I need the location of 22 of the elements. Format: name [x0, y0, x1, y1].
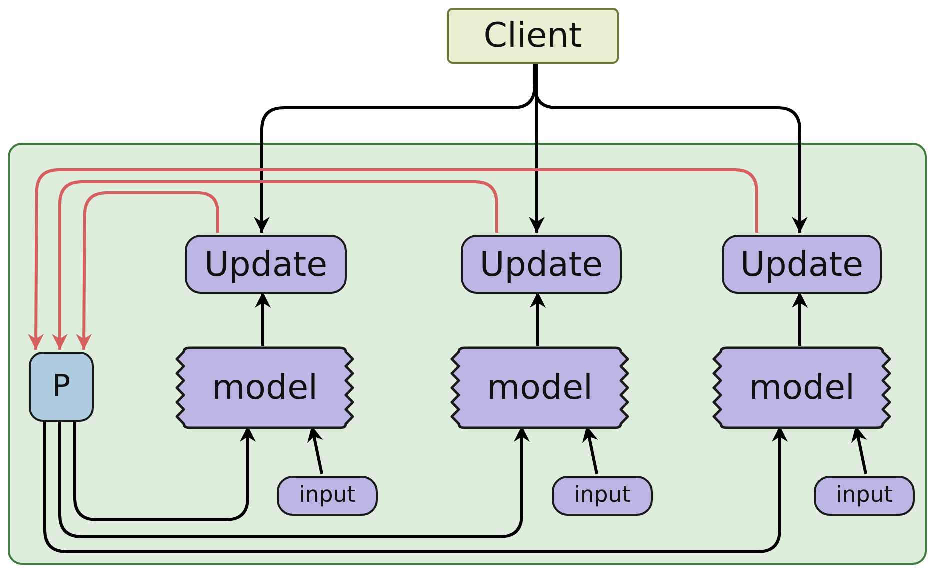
arrow — [529, 64, 545, 233]
arrow — [255, 292, 271, 346]
update-box: Update — [461, 235, 622, 294]
arrow — [76, 192, 220, 350]
group-panel — [8, 143, 927, 565]
model-box: model — [714, 348, 890, 428]
model-box: model — [452, 348, 628, 428]
update-box: Update — [722, 235, 882, 294]
arrow — [58, 420, 530, 538]
input-box: input — [552, 476, 653, 516]
arrow — [44, 420, 788, 554]
arrow — [530, 292, 546, 346]
arrow — [74, 420, 256, 522]
model-box: model — [177, 348, 353, 428]
arrow — [792, 292, 808, 346]
client-box: Client — [447, 8, 619, 64]
update-box: Update — [185, 235, 347, 294]
arrow — [52, 180, 498, 350]
input-box: input — [814, 476, 915, 516]
process-box: P — [29, 352, 94, 422]
arrow — [28, 168, 758, 350]
input-box: input — [277, 476, 378, 516]
